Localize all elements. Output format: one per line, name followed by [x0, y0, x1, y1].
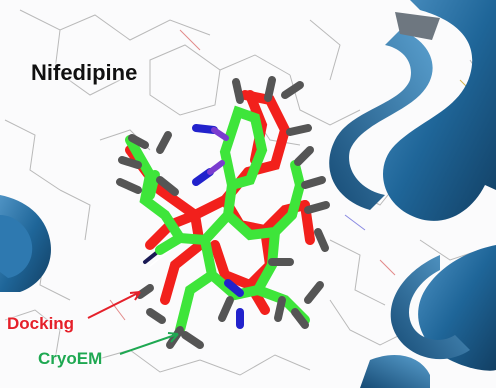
- annotation-arrows: [87, 291, 179, 355]
- docking-arrow-head: [129, 291, 141, 301]
- cryoem-arrow-head: [167, 332, 179, 343]
- ligand-stick-model: [116, 76, 330, 349]
- cryoem-arrow: [119, 333, 179, 355]
- molecule-title: Nifedipine: [31, 60, 138, 85]
- docking-arrow: [87, 291, 141, 319]
- carbon-sticks: [116, 76, 330, 349]
- docking-label: Docking: [7, 314, 75, 333]
- cryoem-label: CryoEM: [38, 349, 103, 368]
